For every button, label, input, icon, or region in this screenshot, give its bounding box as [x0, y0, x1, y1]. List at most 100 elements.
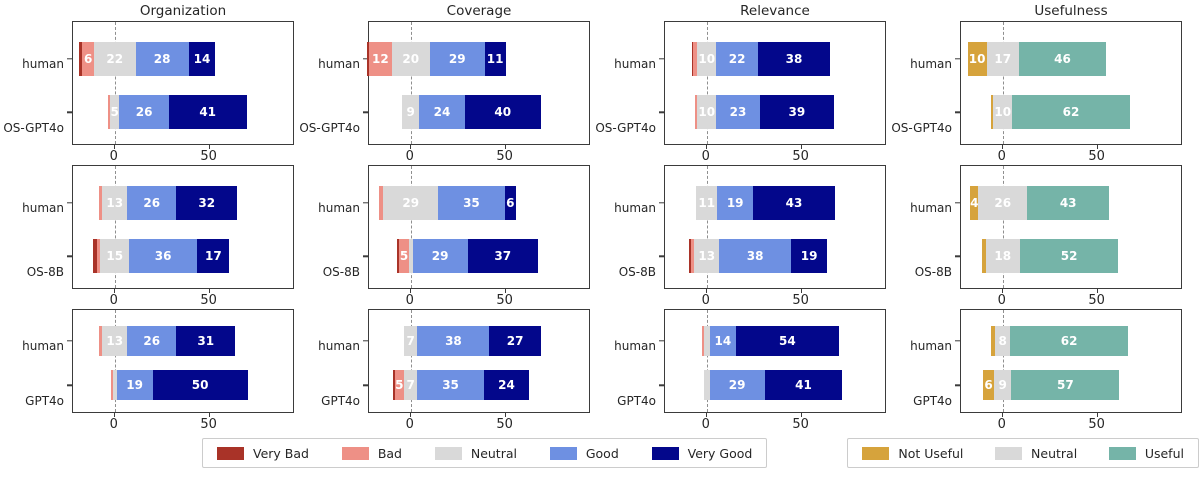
segment-value-label: 38: [785, 51, 803, 66]
segment-value-label: 29: [431, 249, 449, 264]
x-tick-label: 50: [200, 149, 217, 164]
segment-very-good: 14: [188, 41, 216, 76]
legend-label: Bad: [377, 445, 402, 461]
zero-dashed-line: [114, 22, 116, 144]
x-tick-mark: [800, 145, 802, 149]
segment-neutral: 9: [994, 370, 1012, 401]
segment-good: 19: [717, 185, 754, 220]
y-label-os-gpt4o: OS-GPT4o: [299, 120, 360, 135]
y-label-human: human: [910, 57, 952, 72]
segment-value-label: 10: [994, 105, 1012, 120]
y-tick-mark: [659, 255, 664, 257]
x-tick-label: 50: [200, 293, 217, 308]
segment-bad: [690, 239, 695, 274]
segment-value-label: 7: [406, 378, 415, 393]
y-label-os-8b: OS-8B: [618, 264, 656, 279]
segment-useful: 46: [1018, 41, 1107, 76]
legend-item-useful: Useful: [1108, 445, 1184, 461]
segment-good: 38: [417, 325, 490, 356]
zero-dashed-line: [706, 22, 708, 144]
segment-value-label: 36: [154, 249, 172, 264]
segment-good: 26: [127, 325, 177, 356]
y-label-human: human: [910, 339, 952, 354]
x-tick-label: 0: [109, 417, 118, 432]
legend-swatch-neutral: [434, 446, 462, 460]
legend-item-good: Good: [549, 446, 619, 461]
segment-bad: [98, 325, 103, 356]
segment-good: 23: [716, 95, 760, 130]
segment-very-good: 27: [489, 325, 541, 356]
segment-value-label: 9: [998, 378, 1007, 393]
segment-value-label: 24: [498, 378, 515, 393]
x-tick-label: 0: [405, 149, 414, 164]
segment-very-bad: [392, 370, 395, 401]
segment-value-label: 38: [746, 249, 764, 264]
segment-value-label: 18: [994, 249, 1012, 264]
segment-neutral: 17: [986, 41, 1019, 76]
segment-very-good: 43: [753, 185, 835, 220]
legend-swatch-good: [549, 446, 577, 460]
bar-os-gpt4o: 10 62: [991, 95, 1130, 130]
x-tick-label: 0: [701, 293, 710, 308]
legend-swatch-very-good: [651, 446, 679, 460]
segment-neutral: 11: [696, 185, 718, 220]
legend-label: Useful: [1144, 445, 1184, 461]
segment-value-label: 37: [494, 249, 512, 264]
x-tick-mark: [208, 145, 210, 149]
segment-bad: [96, 239, 101, 274]
segment-value-label: 5: [395, 378, 404, 393]
segment-value-label: 15: [106, 249, 124, 264]
segment-not-useful: [981, 239, 986, 274]
segment-not-useful: 10: [967, 41, 987, 76]
segment-value-label: 22: [106, 51, 124, 66]
y-tick-mark: [363, 57, 368, 60]
segment-value-label: 29: [448, 51, 466, 66]
segment-value-label: 43: [1059, 195, 1077, 210]
segment-value-label: 10: [698, 105, 716, 120]
segment-bad: 6: [82, 41, 94, 76]
legend-swatch-useful: [1108, 446, 1136, 460]
y-label-human: human: [614, 57, 656, 72]
zero-dashed-line: [1002, 166, 1004, 288]
segment-value-label: 62: [1062, 105, 1080, 120]
y-tick-mark: [67, 339, 72, 342]
x-tick-mark: [705, 145, 708, 149]
segment-value-label: 27: [506, 333, 524, 348]
segment-good: 24: [419, 95, 465, 130]
y-tick-mark: [659, 384, 664, 387]
segment-value-label: 26: [994, 195, 1012, 210]
segment-good: 29: [412, 239, 468, 274]
legend-swatch-very-bad: [217, 446, 244, 460]
legend-swatch-not-useful: [862, 446, 890, 460]
